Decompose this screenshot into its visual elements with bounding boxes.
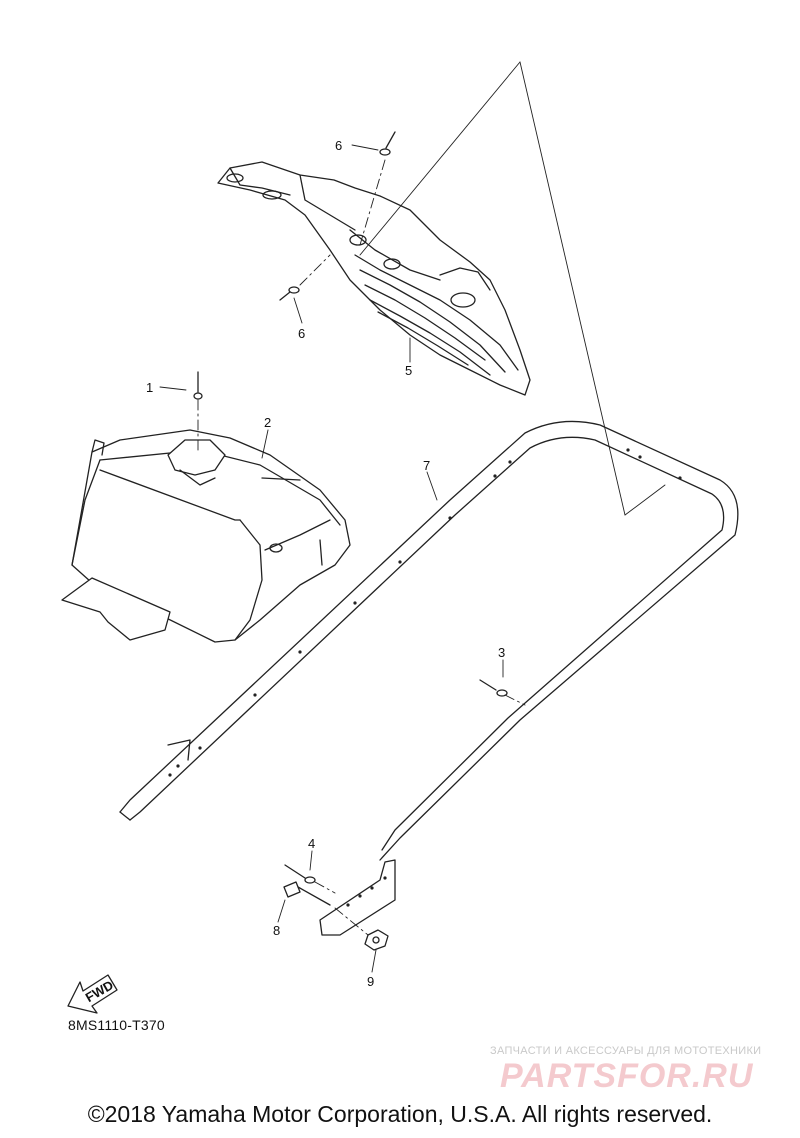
rear-tray-part-5 bbox=[217, 161, 531, 396]
fwd-arrow-icon bbox=[67, 974, 118, 1014]
callout-6-upper: 6 bbox=[335, 138, 342, 153]
leader-line bbox=[314, 881, 336, 894]
leader-line bbox=[371, 949, 377, 973]
leader-line bbox=[293, 297, 303, 324]
watermark-brand: PARTSFOR.RU bbox=[500, 1057, 754, 1095]
leader-line bbox=[309, 850, 313, 871]
callout-4: 4 bbox=[308, 836, 315, 851]
leader-line bbox=[159, 386, 187, 391]
leader-line bbox=[277, 899, 286, 923]
copyright-notice: ©2018 Yamaha Motor Corporation, U.S.A. A… bbox=[87, 1101, 713, 1127]
leader-line bbox=[334, 907, 369, 936]
frame-tube-part-7 bbox=[119, 420, 739, 936]
rivet-part-6-upper bbox=[379, 131, 396, 156]
rivet-part-3 bbox=[479, 679, 508, 697]
leader-line bbox=[359, 159, 386, 246]
rivet-part-6-lower bbox=[279, 286, 300, 301]
bolt-part-8 bbox=[283, 881, 331, 906]
leader-line bbox=[519, 61, 626, 516]
callout-9: 9 bbox=[367, 974, 374, 989]
callout-3: 3 bbox=[498, 645, 505, 660]
leader-line bbox=[351, 144, 379, 151]
callout-1: 1 bbox=[146, 380, 153, 395]
callout-2: 2 bbox=[264, 415, 271, 430]
rivet-part-4 bbox=[284, 864, 316, 884]
leader-line bbox=[624, 484, 666, 516]
callout-5: 5 bbox=[405, 363, 412, 378]
callout-7: 7 bbox=[423, 458, 430, 473]
leader-line bbox=[261, 429, 269, 459]
leader-line bbox=[426, 471, 438, 501]
reference-code: 8MS1110-T370 bbox=[68, 1017, 165, 1033]
leader-line bbox=[299, 254, 331, 286]
callout-6-lower: 6 bbox=[298, 326, 305, 341]
rivet-part-1 bbox=[193, 371, 203, 400]
storage-bag-part-2 bbox=[61, 429, 351, 643]
leader-line bbox=[504, 694, 526, 706]
leader-line bbox=[359, 61, 521, 256]
nut-part-9 bbox=[364, 929, 389, 951]
watermark-tagline: ЗАПЧАСТИ И АКСЕССУАРЫ ДЛЯ МОТОТЕХНИКИ bbox=[490, 1045, 762, 1057]
callout-8: 8 bbox=[273, 923, 280, 938]
